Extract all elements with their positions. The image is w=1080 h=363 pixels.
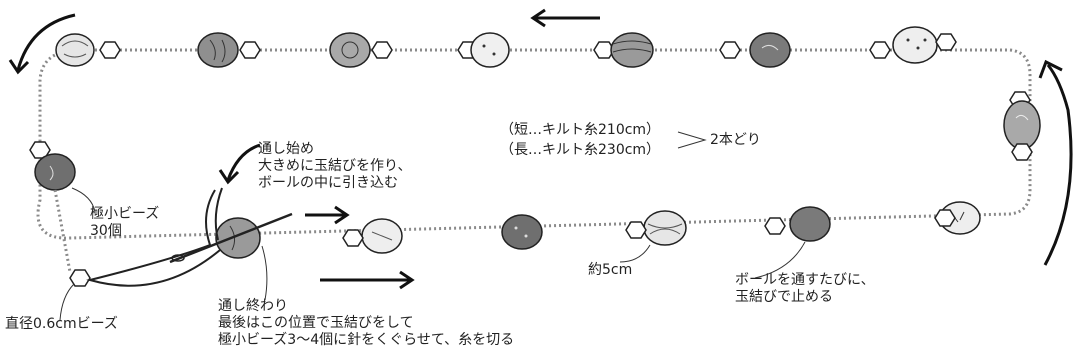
hex-bead-icon xyxy=(342,229,364,247)
hex-bead-icon xyxy=(1011,143,1033,161)
ball-icon xyxy=(749,32,791,68)
hex-bead-icon xyxy=(371,41,393,59)
arrow-icon xyxy=(8,13,76,75)
arrow-icon xyxy=(530,8,600,28)
top-row xyxy=(55,26,957,68)
hex-bead-icon xyxy=(239,41,261,59)
label-end: 通し終わり最後はこの位置で玉結びをして極小ビーズ3～4個に針をくぐらせて、糸を切… xyxy=(218,298,515,348)
ball-icon xyxy=(789,206,831,242)
label-thread-short: （短…キルト糸210cm） xyxy=(500,122,661,138)
ball-icon xyxy=(610,32,654,68)
ball-icon xyxy=(1003,100,1041,150)
hex-bead-icon xyxy=(934,209,956,227)
ball-icon xyxy=(55,33,95,67)
arrow-icon xyxy=(1038,59,1073,266)
label-bead-06: 直径0.6cmビーズ xyxy=(5,316,118,332)
mini-beads-strand xyxy=(53,189,72,273)
arrow-icon xyxy=(305,205,350,225)
right-side xyxy=(1003,91,1041,161)
thread-icon xyxy=(86,189,221,287)
ball-icon xyxy=(34,153,76,191)
ball-icon xyxy=(361,218,403,254)
label-thread-long: （長…キルト糸230cm） xyxy=(500,142,661,158)
hex-bead-icon xyxy=(764,217,786,235)
hex-bead-icon xyxy=(719,41,741,59)
ball-icon xyxy=(470,32,510,68)
thread-icon xyxy=(214,187,223,241)
hex-bead-icon xyxy=(29,141,51,159)
ball-icon xyxy=(643,210,687,246)
hex-bead-icon xyxy=(99,41,121,59)
ball-icon xyxy=(501,214,543,250)
leader-lines xyxy=(59,131,806,321)
needle-icon xyxy=(169,212,293,264)
ball-icon xyxy=(329,32,371,68)
hex-bead-icon xyxy=(625,221,647,239)
label-spacing: 約5cm xyxy=(588,262,633,278)
hex-bead-icon xyxy=(935,33,957,51)
ball-icon xyxy=(215,217,261,259)
label-knot-each: ボールを通すたびに、玉結びで止める xyxy=(735,272,875,305)
bottom-row xyxy=(69,201,981,287)
left-side xyxy=(29,141,76,273)
label-double: 2本どり xyxy=(710,132,761,148)
hex-bead-icon xyxy=(869,41,891,59)
arrow-icon xyxy=(218,143,261,185)
arrow-icon xyxy=(320,270,415,290)
label-start: 通し始め大きめに玉結びを作り、ボールの中に引き込む xyxy=(258,141,412,191)
hex-bead-icon xyxy=(69,269,91,287)
needle-eye-icon xyxy=(171,254,185,262)
ball-icon xyxy=(892,26,938,64)
ball-icon xyxy=(197,32,239,68)
